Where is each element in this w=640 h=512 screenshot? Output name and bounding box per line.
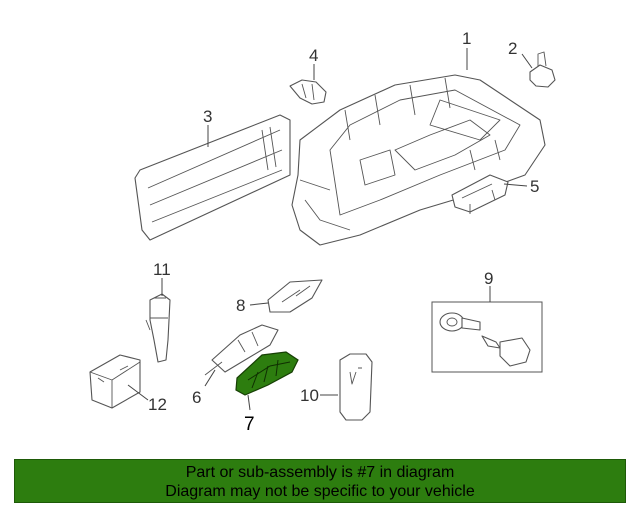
part-12-connector[interactable] <box>89 354 141 409</box>
callout-11: 11 <box>153 260 171 279</box>
callout-7: 7 <box>244 414 255 435</box>
part-11-switch[interactable] <box>145 293 171 363</box>
part-1-glove-box[interactable] <box>291 74 546 246</box>
callout-8: 8 <box>236 296 245 315</box>
parts-diagram: 1 2 3 4 5 6 7 8 9 10 11 12 <box>89 29 556 435</box>
callout-6: 6 <box>192 388 201 407</box>
leader-lines <box>127 48 533 411</box>
part-5-bracket[interactable] <box>451 174 509 214</box>
callout-12: 12 <box>148 395 167 414</box>
callout-10: 10 <box>300 386 319 405</box>
callout-3: 3 <box>203 107 212 126</box>
banner-line-1: Part or sub-assembly is #7 in diagram <box>185 464 455 481</box>
part-2-fastener[interactable] <box>529 51 556 88</box>
info-banner: Part or sub-assembly is #7 in diagram Di… <box>14 459 626 503</box>
part-8-plate[interactable] <box>267 279 323 313</box>
part-4-clip[interactable] <box>289 79 327 105</box>
part-6-latch[interactable] <box>204 324 279 376</box>
part-7-handle-highlighted[interactable] <box>235 351 299 396</box>
part-10-key-fob[interactable] <box>339 353 373 421</box>
callout-1: 1 <box>462 29 471 48</box>
part-9-lock-set[interactable] <box>431 301 543 373</box>
callout-2: 2 <box>508 39 517 58</box>
callout-9: 9 <box>484 269 493 288</box>
callout-4: 4 <box>309 46 318 65</box>
callout-5: 5 <box>530 177 539 196</box>
part-3-trim-panel[interactable] <box>134 114 291 241</box>
banner-line-2: Diagram may not be specific to your vehi… <box>165 483 475 500</box>
